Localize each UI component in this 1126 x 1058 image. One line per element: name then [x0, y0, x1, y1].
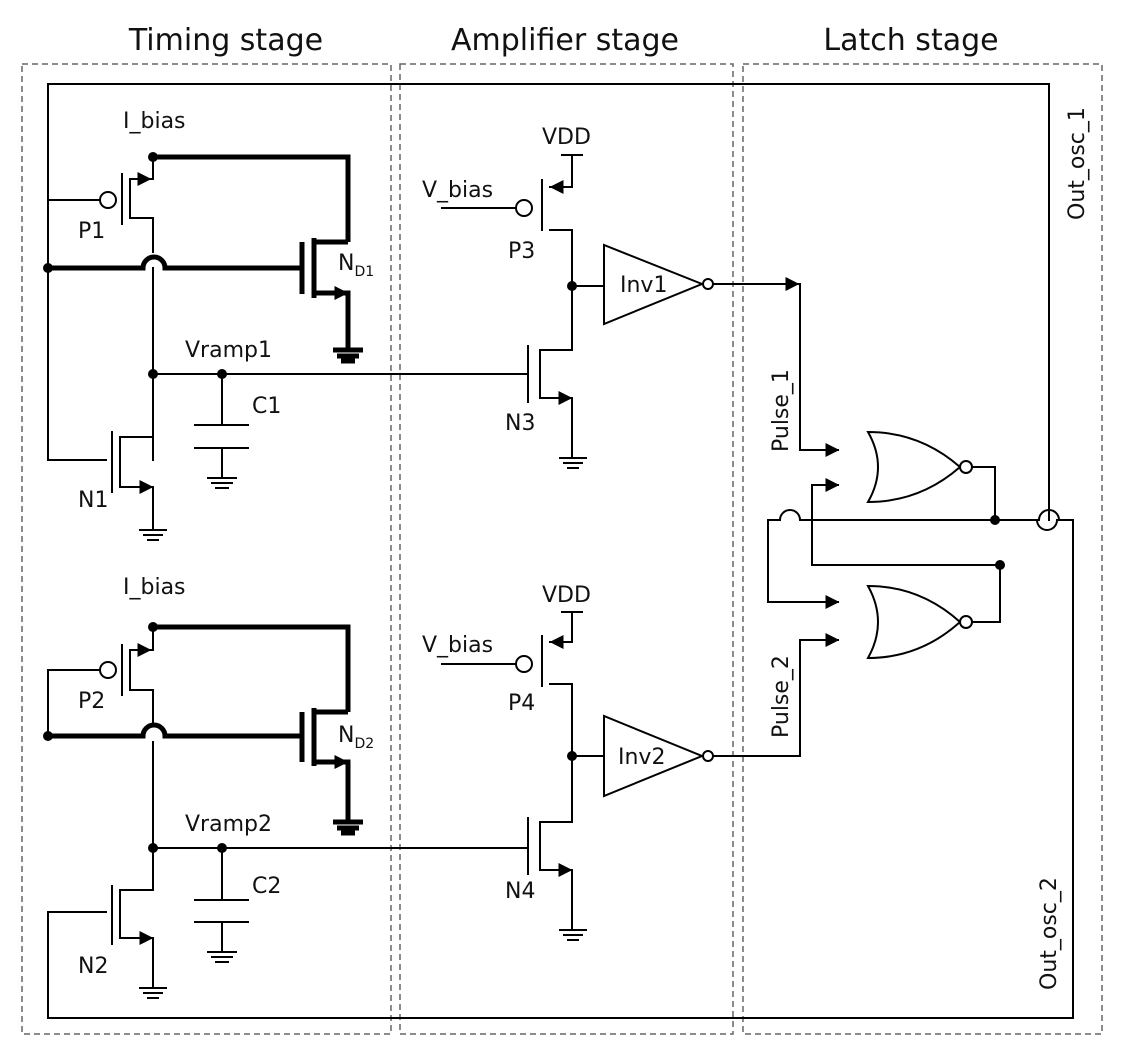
- i-bias-label-2: I_bias: [123, 575, 186, 600]
- nor-gate-1: [866, 430, 962, 504]
- inv2-label: Inv2: [618, 745, 665, 770]
- latch-circuit: [767, 283, 1005, 757]
- vdd-label-1: VDD: [542, 125, 591, 150]
- amplifier-stage-title: Amplifier stage: [451, 23, 679, 58]
- timing-stage-box: [21, 63, 392, 1035]
- out-osc-1-wire: [47, 83, 1059, 531]
- out-osc-1-label: Out_osc_1: [1065, 107, 1090, 220]
- nd2-label: ND2: [338, 723, 374, 752]
- c1-label: C1: [252, 394, 281, 419]
- vramp2-label: Vramp2: [185, 812, 272, 837]
- pulse-1-label: Pulse_1: [769, 369, 794, 452]
- timing-branch-2: [43, 622, 529, 999]
- v-bias-label-2: V_bias: [422, 633, 493, 658]
- n1-label: N1: [78, 488, 108, 513]
- n4-label: N4: [505, 879, 535, 904]
- n2-label: N2: [78, 954, 108, 979]
- p1-label: P1: [78, 219, 105, 244]
- inv1-label: Inv1: [620, 273, 667, 298]
- i-bias-label-1: I_bias: [123, 109, 186, 134]
- nd1-label: ND1: [338, 251, 374, 280]
- latch-stage-box: [742, 63, 1103, 1035]
- pulse-2-label: Pulse_2: [769, 655, 794, 738]
- v-bias-label-1: V_bias: [422, 178, 493, 203]
- p3-label: P3: [508, 239, 535, 264]
- amplifier-branch-1: [441, 154, 800, 469]
- nor-gate-2: [866, 584, 962, 660]
- out-osc-2-label: Out_osc_2: [1037, 877, 1062, 990]
- vdd-label-2: VDD: [542, 583, 591, 608]
- vramp1-label: Vramp1: [185, 338, 272, 363]
- latch-stage-title: Latch stage: [823, 23, 998, 58]
- c2-label: C2: [252, 874, 281, 899]
- amplifier-branch-2: [441, 611, 799, 941]
- p4-label: P4: [508, 691, 535, 716]
- out-osc-2-wire: [47, 509, 1074, 1019]
- amplifier-stage-box: [399, 63, 734, 1035]
- p2-label: P2: [78, 689, 105, 714]
- timing-branch-1: [43, 152, 529, 541]
- n3-label: N3: [505, 411, 535, 436]
- timing-stage-title: Timing stage: [128, 23, 323, 58]
